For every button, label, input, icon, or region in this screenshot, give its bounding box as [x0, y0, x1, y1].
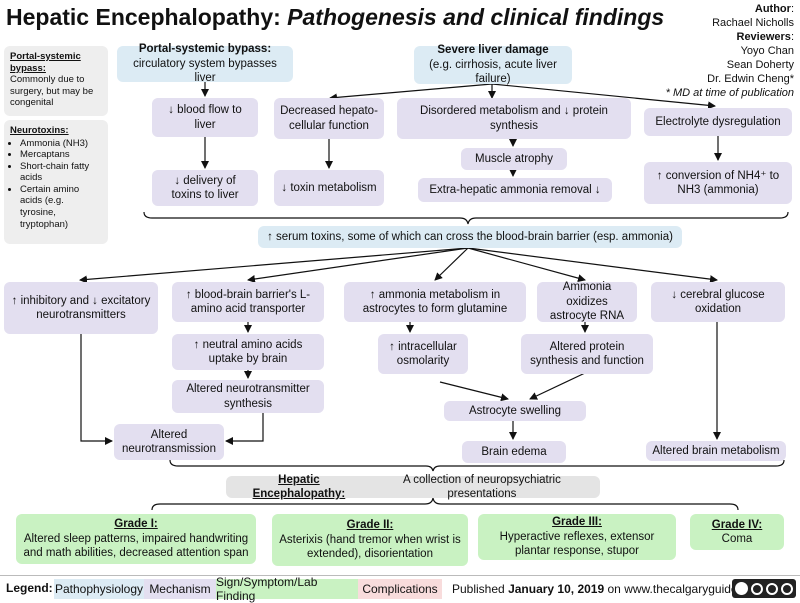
- cc-by-nc-nd-icon: [732, 579, 796, 598]
- published-middle: on: [607, 582, 621, 596]
- credits-note: * MD at time of publication: [665, 86, 794, 99]
- neurotoxin-item: Certain amino acids (e.g. tyrosine, tryp…: [20, 184, 102, 230]
- grade-1-text: Altered sleep patterns, impaired handwri…: [23, 532, 249, 560]
- altered-nt-synth-box: Altered neurotransmitter synthesis: [172, 380, 324, 413]
- cerebral-glucose-box: ↓ cerebral glucose oxidation: [651, 282, 785, 322]
- sidebar-portal-note: Portal-systemic bypass: Commonly due to …: [4, 46, 108, 116]
- ammonia-rna-box: Ammonia oxidizes astrocyte RNA: [537, 281, 637, 322]
- severe-liver-title: Severe liver damage: [437, 44, 549, 57]
- altered-nt-box: Altered neurotransmission: [114, 424, 224, 460]
- disordered-metab-box: Disordered metabolism and ↓ protein synt…: [397, 98, 631, 139]
- reviewer-name: Yoyo Chan: [740, 44, 794, 57]
- grade-3-box: Grade III: Hyperactive reflexes, extenso…: [478, 514, 676, 560]
- footer-divider: [0, 575, 800, 576]
- sidebar-portal-text: Commonly due to surgery, but may be cong…: [10, 74, 94, 109]
- legend-label: Legend:: [6, 581, 53, 595]
- legend-sign-symptom: Sign/Symptom/Lab Finding: [216, 575, 358, 603]
- grade-1-box: Grade I: Altered sleep patterns, impaire…: [16, 514, 256, 564]
- reviewer-name: Dr. Edwin Cheng*: [707, 72, 794, 85]
- neutral-amino-box: ↑ neutral amino acids uptake by brain: [172, 334, 324, 370]
- intracellular-osm-box: ↑ intracellular osmolarity: [378, 334, 468, 374]
- serum-toxins-box: ↑ serum toxins, some of which can cross …: [258, 226, 682, 248]
- reviewers-label: Reviewers: [736, 30, 791, 43]
- grade-2-title: Grade II:: [346, 519, 394, 532]
- portal-bypass-box: Portal-systemic bypass: circulatory syst…: [117, 43, 293, 84]
- he-definition-title: Hepatic Encephalopathy:: [252, 473, 346, 500]
- published-site: www.thecalgaryguide.com: [624, 582, 764, 596]
- astrocyte-swelling-box: Astrocyte swelling: [444, 401, 586, 421]
- sidebar-neurotoxins: Neurotoxins: Ammonia (NH3) Mercaptans Sh…: [4, 120, 108, 244]
- grade-2-box: Grade II: Asterixis (hand tremor when wr…: [272, 514, 468, 566]
- severe-liver-box: Severe liver damage (e.g. cirrhosis, acu…: [414, 44, 572, 86]
- published-date: January 10, 2019: [508, 582, 605, 596]
- electrolyte-box: Electrolyte dysregulation: [644, 108, 792, 136]
- sidebar-neurotoxins-heading: Neurotoxins:: [10, 125, 69, 136]
- decreased-hepato-box: Decreased hepato-cellular function: [274, 98, 384, 139]
- extrahepatic-box: Extra-hepatic ammonia removal ↓: [418, 178, 612, 202]
- he-definition-text: A collection of neuropsychiatric present…: [402, 473, 561, 500]
- author-label: Author: [754, 3, 791, 15]
- muscle-atrophy-box: Muscle atrophy: [461, 148, 567, 170]
- reviewer-name: Sean Doherty: [726, 58, 794, 71]
- he-definition-box: Hepatic Encephalopathy: A collection of …: [226, 474, 600, 500]
- conversion-nh4-box: ↑ conversion of NH4⁺ to NH3 (ammonia): [644, 162, 792, 204]
- delivery-toxins-box: ↓ delivery of toxins to liver: [152, 170, 258, 206]
- blood-flow-box: ↓ blood flow to liver: [152, 98, 258, 137]
- author-name: Rachael Nicholls: [712, 16, 794, 29]
- portal-bypass-title: Portal-systemic bypass:: [138, 43, 272, 56]
- grade-4-text: Coma: [721, 533, 753, 545]
- altered-protein-box: Altered protein synthesis and function: [521, 334, 653, 374]
- portal-bypass-text: circulatory system bypasses liver: [133, 57, 277, 85]
- grade-3-title: Grade III:: [552, 516, 602, 529]
- page-title: Hepatic Encephalopathy: Pathogenesis and…: [6, 4, 664, 31]
- credits: Author: Rachael Nicholls Reviewers: Yoyo…: [665, 3, 794, 99]
- grade-1-title: Grade I:: [114, 518, 158, 531]
- bbb-transporter-box: ↑ blood-brain barrier's L-amino acid tra…: [172, 282, 324, 322]
- altered-brain-metab-box: Altered brain metabolism: [646, 441, 786, 461]
- sidebar-portal-heading: Portal-systemic bypass:: [10, 51, 81, 74]
- grade-4-title: Grade IV:: [711, 518, 763, 531]
- legend-pathophysiology: Pathophysiology: [54, 579, 144, 599]
- conversion-nh4-text: ↑ conversion of NH4⁺ to NH3 (ammonia): [656, 169, 780, 196]
- published-note: Published January 10, 2019 on www.thecal…: [452, 582, 764, 596]
- severe-liver-text: (e.g. cirrhosis, acute liver failure): [429, 58, 557, 86]
- title-main: Hepatic Encephalopathy:: [6, 4, 281, 30]
- grade-3-text: Hyperactive reflexes, extensor plantar r…: [499, 530, 655, 558]
- grade-2-text: Asterixis (hand tremor when wrist is ext…: [279, 533, 461, 561]
- neurotoxin-item: Ammonia (NH3): [20, 138, 102, 150]
- legend-complications: Complications: [358, 579, 442, 599]
- brain-edema-box: Brain edema: [462, 441, 566, 463]
- legend-mechanism: Mechanism: [144, 579, 216, 599]
- toxin-metab-box: ↓ toxin metabolism: [274, 170, 384, 206]
- grade-4-box: Grade IV: Coma: [690, 514, 784, 550]
- published-prefix: Published: [452, 582, 505, 596]
- title-sub: Pathogenesis and clinical findings: [287, 4, 665, 30]
- ammonia-astro-box: ↑ ammonia metabolism in astrocytes to fo…: [344, 282, 526, 322]
- inhib-excit-box: ↑ inhibitory and ↓ excitatory neurotrans…: [4, 282, 158, 334]
- neurotoxin-item: Short-chain fatty acids: [20, 161, 102, 184]
- neurotoxin-item: Mercaptans: [20, 149, 102, 161]
